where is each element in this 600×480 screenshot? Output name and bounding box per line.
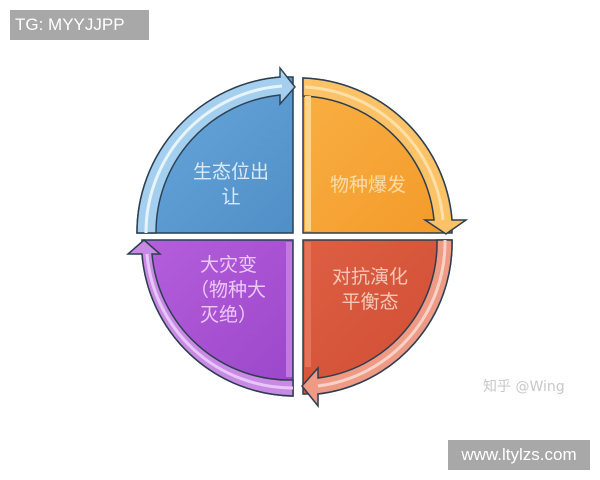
quadrant-bottom-left [126, 239, 294, 397]
label-line: 对抗演化 [331, 266, 408, 288]
label-line: 让 [221, 186, 241, 208]
zhihu-watermark: 知乎 @Wing [483, 379, 565, 395]
site-url-tag: www.ltylzs.com [448, 440, 590, 470]
label-line: （物种大 [190, 279, 267, 301]
quadrant-top-right [302, 77, 469, 235]
label-top-left: 生态位出 让 [183, 160, 279, 210]
label-line: 大灾变 [200, 254, 258, 276]
quadrant-bottom-right [301, 239, 453, 409]
label-bottom-right: 对抗演化 平衡态 [322, 265, 418, 315]
label-line: 物种爆发 [329, 174, 406, 196]
label-line: 生态位出 [192, 161, 269, 183]
label-top-right: 物种爆发 [320, 173, 416, 198]
label-bottom-left: 大灾变 （物种大 灭绝） [190, 253, 280, 328]
label-line: 平衡态 [341, 291, 399, 313]
tg-tag: TG: MYYJJPP [10, 10, 149, 40]
label-line: 灭绝） [200, 304, 258, 326]
quadrant-top-left [136, 65, 296, 234]
